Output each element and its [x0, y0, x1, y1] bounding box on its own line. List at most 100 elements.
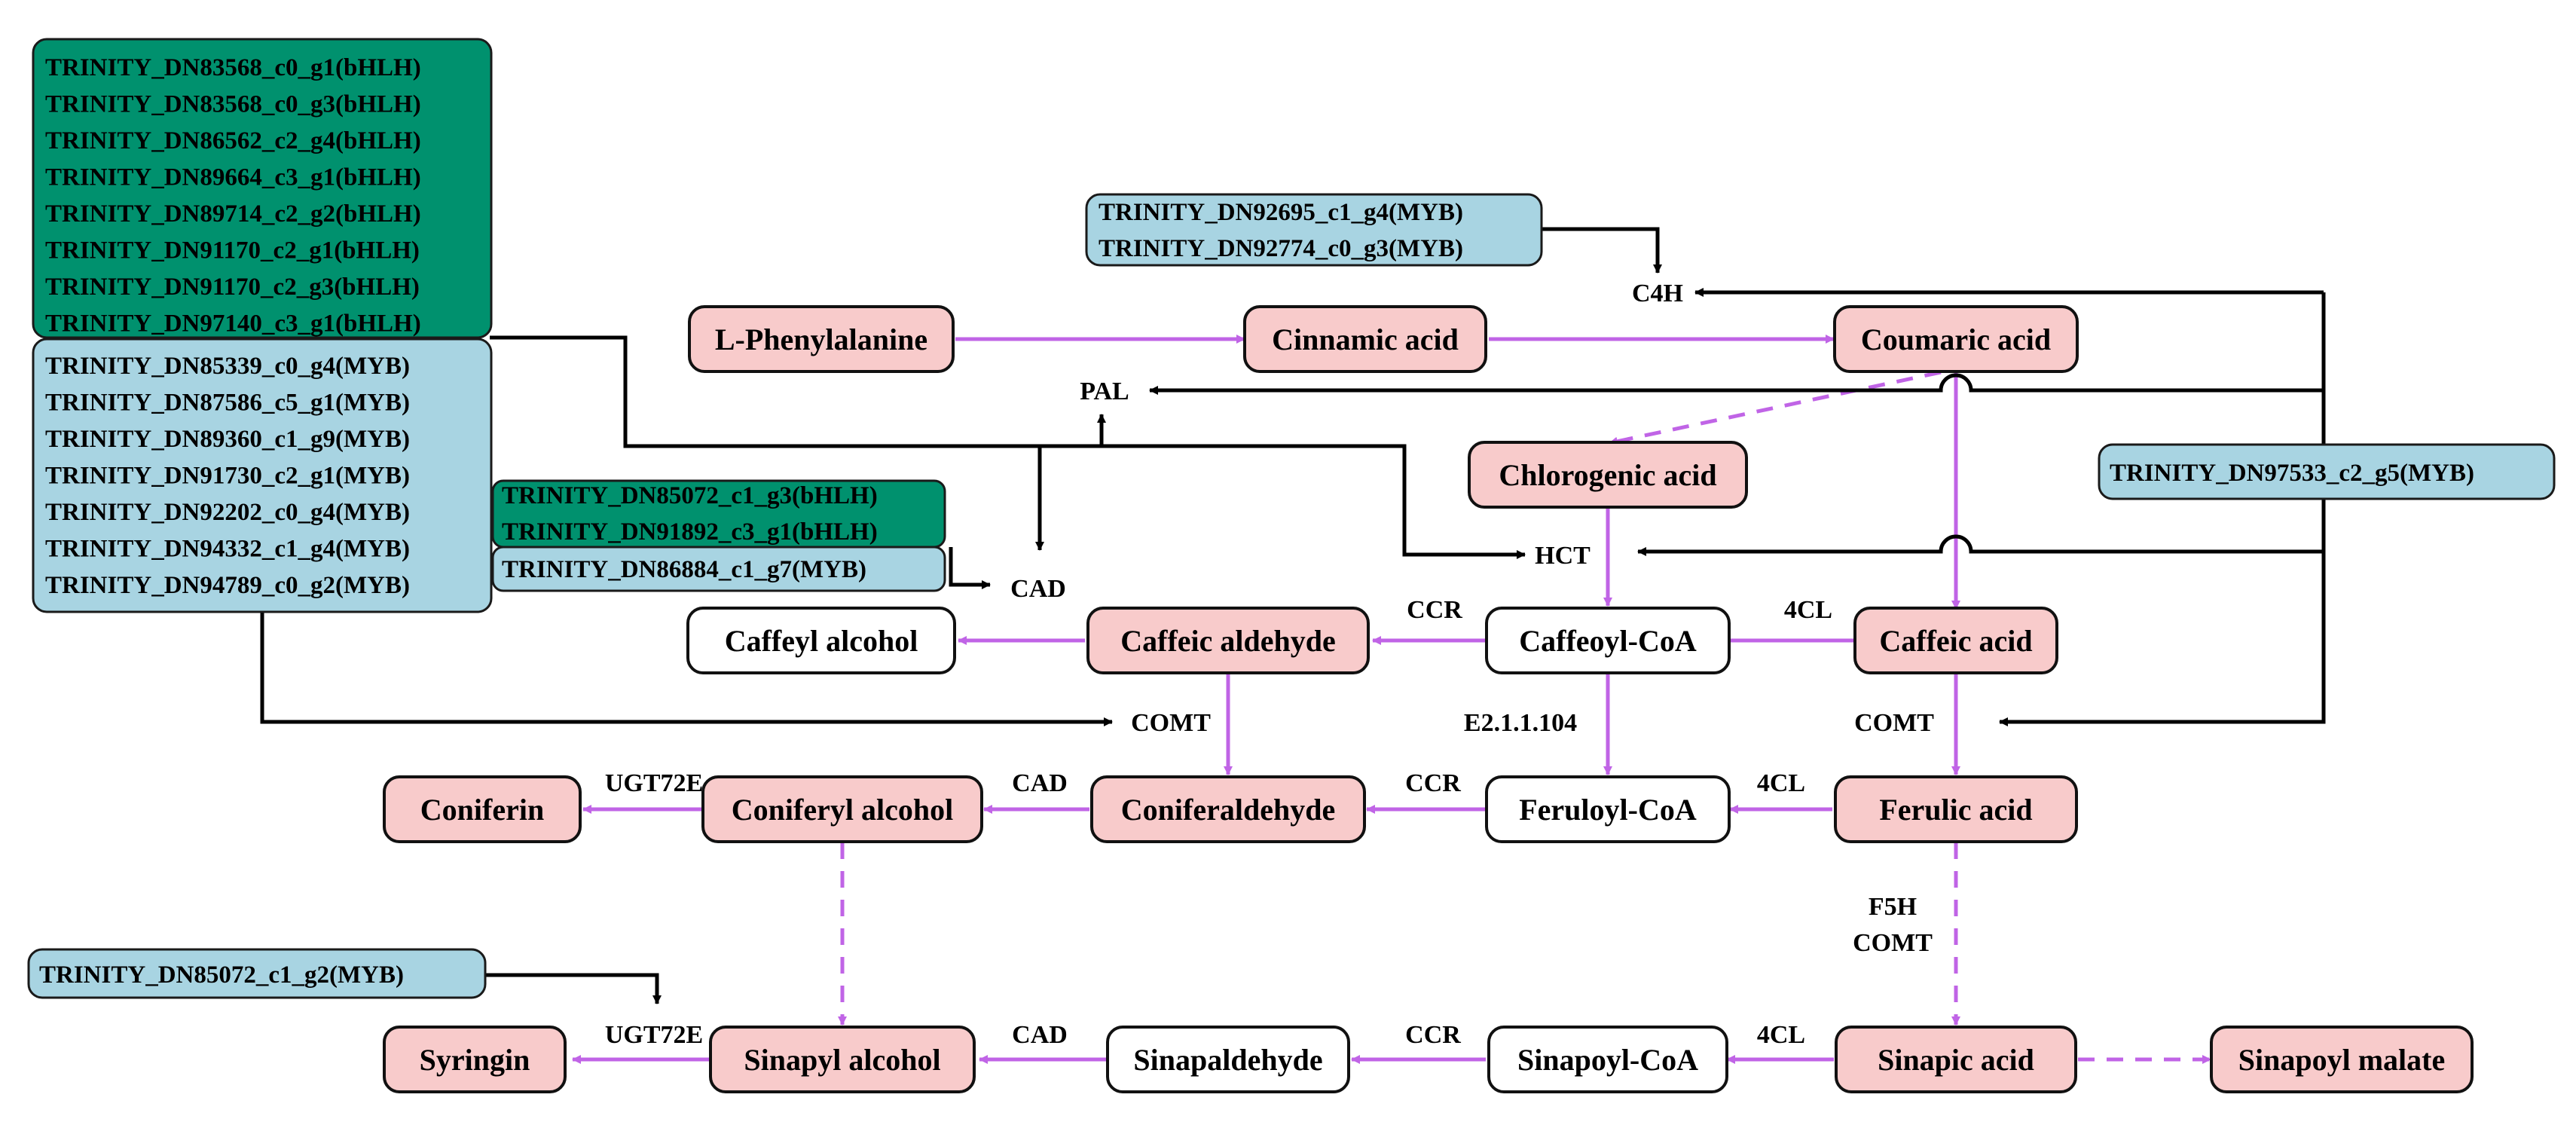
- gene-label: TRINITY_DN86562_c2_g4(bHLH): [45, 127, 421, 154]
- gene-box-myb-right: TRINITY_DN97533_c2_g5(MYB): [2098, 443, 2556, 500]
- metabolite-label: Cinnamic acid: [1272, 323, 1459, 356]
- metabolite-phenylalanine: L-Phenylalanine: [688, 305, 955, 373]
- gene-label: TRINITY_DN97533_c2_g5(MYB): [2110, 460, 2474, 487]
- gene-label: TRINITY_DN91730_c2_g1(MYB): [45, 463, 410, 490]
- metabolite-coumaric: Coumaric acid: [1833, 305, 2079, 373]
- gene-label: TRINITY_DN87586_c5_g1(MYB): [45, 390, 410, 417]
- gene-box-myb-mid: TRINITY_DN86884_c1_g7(MYB): [491, 546, 946, 592]
- enzyme-comt-right: COMT: [1854, 709, 1934, 737]
- enzyme-e2: E2.1.1.104: [1464, 709, 1577, 737]
- gene-label: TRINITY_DN94332_c1_g4(MYB): [45, 536, 410, 563]
- reg-right-hct: [1637, 534, 2324, 556]
- metabolite-label: Caffeyl alcohol: [725, 624, 918, 658]
- metabolite-label: Feruloyl-CoA: [1519, 793, 1697, 827]
- metabolite-label: Ferulic acid: [1879, 793, 2032, 827]
- metabolite-coniferaldehyde: Coniferaldehyde: [1090, 775, 1366, 843]
- gene-box-bhlh-mid: TRINITY_DN85072_c1_g3(bHLH) TRINITY_DN918…: [491, 479, 946, 549]
- enzyme-c4h: C4H: [1632, 280, 1683, 307]
- reg-right-trunk: [1999, 292, 2326, 726]
- enzyme-f5h: F5H: [1869, 893, 1917, 921]
- gene-label: TRINITY_DN92695_c1_g4(MYB): [1099, 199, 1463, 226]
- gene-label: TRINITY_DN89714_c2_g2(bHLH): [45, 200, 421, 228]
- gene-box-bhlh-top: TRINITY_DN83568_c0_g1(bHLH) TRINITY_DN835…: [32, 38, 493, 339]
- enzyme-ccr-1: CCR: [1407, 596, 1462, 624]
- reg-mid-cad: [949, 547, 991, 589]
- metabolite-coniferin: Coniferin: [383, 775, 582, 843]
- metabolite-sinapoyl-coa: Sinapoyl-CoA: [1487, 1026, 1728, 1093]
- reg-left-pal: [490, 335, 1106, 448]
- metabolite-label: Caffeic acid: [1879, 624, 2032, 658]
- enzyme-pal: PAL: [1080, 378, 1129, 405]
- gene-label: TRINITY_DN92774_c0_g3(MYB): [1099, 235, 1463, 262]
- enzyme-4cl-3: 4CL: [1757, 1021, 1805, 1049]
- arrow-coumaric-chlorogenic: [1609, 370, 1942, 446]
- enzyme-cad-1: CAD: [1012, 769, 1068, 797]
- metabolite-label: Caffeoyl-CoA: [1519, 624, 1697, 658]
- gene-label: TRINITY_DN83568_c0_g3(bHLH): [45, 91, 421, 118]
- metabolite-caffeyl-alcohol: Caffeyl alcohol: [686, 607, 956, 674]
- reg-left-hct: [1102, 444, 1526, 559]
- metabolite-label: Coumaric acid: [1861, 323, 2051, 356]
- metabolite-label: Sinapaldehyde: [1133, 1043, 1322, 1077]
- enzyme-labels: C4H PAL HCT CAD CCR 4CL COMT E2.1.1.104 …: [605, 280, 1934, 1049]
- metabolite-syringin: Syringin: [383, 1026, 567, 1093]
- metabolite-sinapaldehyde: Sinapaldehyde: [1106, 1026, 1350, 1093]
- metabolite-label: Coniferin: [420, 793, 544, 827]
- metabolite-caffeic-acid: Caffeic acid: [1853, 607, 2058, 674]
- gene-label: TRINITY_DN97140_c3_g1(bHLH): [45, 310, 421, 338]
- metabolite-label: Sinapoyl-CoA: [1517, 1043, 1698, 1077]
- enzyme-ccr-3: CCR: [1405, 1021, 1461, 1049]
- enzyme-ugt-2: UGT72E: [605, 1021, 703, 1049]
- metabolite-cinnamic: Cinnamic acid: [1243, 305, 1487, 373]
- metabolite-nodes: L-Phenylalanine Cinnamic acid Coumaric aci…: [383, 305, 2474, 1093]
- regulatory-arrows: [260, 227, 2326, 1004]
- gene-label: TRINITY_DN85072_c1_g2(MYB): [39, 961, 404, 989]
- enzyme-cad-top: CAD: [1010, 575, 1066, 603]
- metabolite-sinapic-acid: Sinapic acid: [1835, 1026, 2077, 1093]
- enzyme-hct: HCT: [1535, 542, 1591, 570]
- enzyme-ccr-2: CCR: [1405, 769, 1461, 797]
- enzyme-cad-2: CAD: [1012, 1021, 1068, 1049]
- metabolite-label: Sinapyl alcohol: [744, 1043, 940, 1077]
- pathway-arrows: [572, 335, 2211, 1064]
- metabolite-label: Sinapoyl malate: [2238, 1043, 2445, 1077]
- gene-label: TRINITY_DN91170_c2_g1(bHLH): [45, 237, 420, 264]
- gene-box-myb-left: TRINITY_DN85339_c0_g4(MYB) TRINITY_DN8758…: [32, 338, 493, 613]
- gene-label: TRINITY_DN86884_c1_g7(MYB): [502, 556, 866, 583]
- metabolite-feruloyl-coa: Feruloyl-CoA: [1485, 775, 1731, 843]
- reg-left-comt: [260, 612, 1113, 726]
- metabolite-sinapyl-alcohol: Sinapyl alcohol: [709, 1026, 976, 1093]
- enzyme-ugt-1: UGT72E: [605, 769, 703, 797]
- metabolite-caffeoyl-coa: Caffeoyl-CoA: [1485, 607, 1731, 674]
- gene-label: TRINITY_DN89664_c3_g1(bHLH): [45, 164, 421, 191]
- gene-label: TRINITY_DN94789_c0_g2(MYB): [45, 572, 410, 599]
- enzyme-4cl-2: 4CL: [1757, 769, 1805, 797]
- metabolite-label: Sinapic acid: [1878, 1043, 2034, 1077]
- metabolite-label: Syringin: [420, 1043, 530, 1077]
- gene-label: TRINITY_DN83568_c0_g1(bHLH): [45, 54, 421, 81]
- metabolite-label: Coniferyl alcohol: [732, 793, 953, 827]
- gene-label: TRINITY_DN85072_c1_g3(bHLH): [502, 482, 878, 509]
- metabolite-caffeic-aldehyde: Caffeic aldehyde: [1086, 607, 1370, 674]
- gene-label: TRINITY_DN91892_c3_g1(bHLH): [502, 518, 878, 546]
- metabolite-label: Caffeic aldehyde: [1120, 624, 1336, 658]
- enzyme-comt-f5h: COMT: [1853, 929, 1933, 957]
- metabolite-label: L-Phenylalanine: [715, 323, 927, 356]
- metabolite-label: Coniferaldehyde: [1121, 793, 1335, 827]
- gene-label: TRINITY_DN85339_c0_g4(MYB): [45, 353, 410, 380]
- enzyme-comt-left: COMT: [1131, 709, 1211, 737]
- metabolite-chlorogenic: Chlorogenic acid: [1468, 441, 1748, 509]
- reg-bottom-ugt: [485, 973, 662, 1004]
- gene-label: TRINITY_DN91170_c2_g3(bHLH): [45, 274, 420, 301]
- metabolite-coniferyl-alcohol: Coniferyl alcohol: [701, 775, 983, 843]
- gene-label: TRINITY_DN92202_c0_g4(MYB): [45, 499, 410, 526]
- metabolite-ferulic-acid: Ferulic acid: [1834, 775, 2078, 843]
- gene-label: TRINITY_DN89360_c1_g9(MYB): [45, 426, 410, 453]
- metabolite-sinapoyl-malate: Sinapoyl malate: [2210, 1026, 2474, 1093]
- reg-myb-top-c4h: [1540, 227, 1662, 274]
- gene-box-myb-top: TRINITY_DN92695_c1_g4(MYB) TRINITY_DN9277…: [1085, 193, 1543, 267]
- enzyme-4cl-1: 4CL: [1784, 596, 1832, 624]
- reg-right-pal: [1149, 373, 2324, 395]
- gene-box-myb-bottom: TRINITY_DN85072_c1_g2(MYB): [27, 948, 487, 999]
